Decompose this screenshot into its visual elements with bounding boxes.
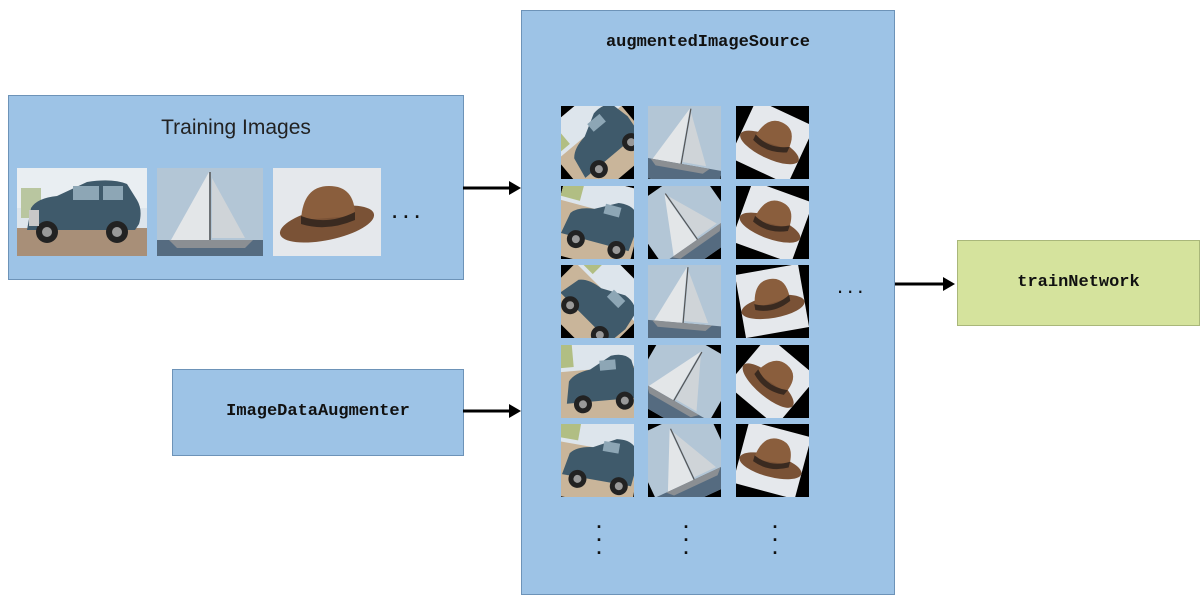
car-image xyxy=(17,168,147,256)
augmented-sailboat-tile xyxy=(648,345,721,418)
augmented-sailboat-tile xyxy=(648,265,721,338)
arrow-source-to-train xyxy=(895,277,955,291)
arrow-augmenter-to-source xyxy=(463,404,521,418)
training-images-box: Training Images xyxy=(8,95,464,280)
augmented-car-tile xyxy=(561,186,634,259)
augmented-car-tile xyxy=(561,265,634,338)
augmented-sailboat-tile xyxy=(648,424,721,497)
augmented-image-source-box: augmentedImageSource xyxy=(521,10,895,595)
training-images-ellipsis: ... xyxy=(391,194,425,224)
arrow-training-to-source xyxy=(463,181,521,195)
augmented-image-source-title: augmentedImageSource xyxy=(605,33,811,52)
augmented-car-tile xyxy=(561,106,634,179)
train-network-label: trainNetwork xyxy=(1017,273,1140,292)
augmented-car-tile xyxy=(561,345,634,418)
image-data-augmenter-label: ImageDataAugmenter xyxy=(226,402,410,421)
augmented-car-tile xyxy=(561,424,634,497)
augmented-hat-tile xyxy=(736,106,809,179)
augmented-source-ellipsis: ... xyxy=(837,273,868,298)
column-continuation-dots: ... xyxy=(683,512,689,558)
hat-image xyxy=(273,168,381,256)
augmented-hat-tile xyxy=(736,424,809,497)
image-data-augmenter-box: ImageDataAugmenter xyxy=(172,369,464,456)
augmented-hat-tile xyxy=(736,345,809,418)
augmented-hat-tile xyxy=(736,265,809,338)
augmented-sailboat-tile xyxy=(648,186,721,259)
training-images-title: Training Images xyxy=(161,116,311,139)
train-network-box: trainNetwork xyxy=(957,240,1200,326)
augmented-sailboat-tile xyxy=(648,106,721,179)
augmented-hat-tile xyxy=(736,186,809,259)
sailboat-image xyxy=(157,168,263,256)
column-continuation-dots: ... xyxy=(772,512,778,558)
column-continuation-dots: ... xyxy=(596,512,602,558)
